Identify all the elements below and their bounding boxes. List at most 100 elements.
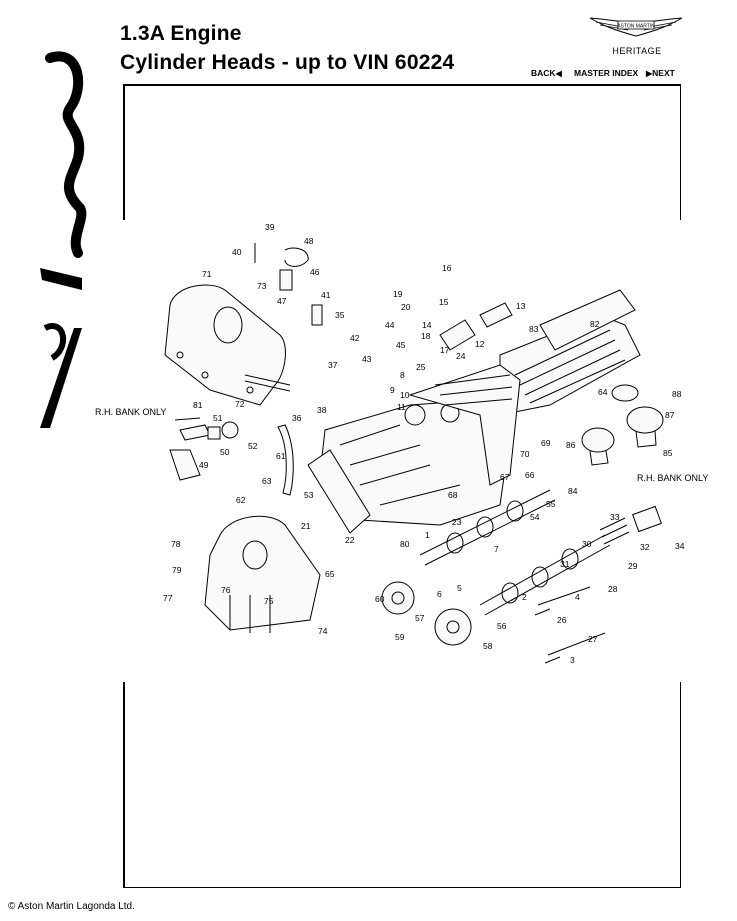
part-callout-76: 76 bbox=[221, 585, 231, 595]
part-callout-22: 22 bbox=[345, 535, 355, 545]
part-callout-87: 87 bbox=[665, 410, 675, 420]
part-callout-54: 54 bbox=[530, 512, 540, 522]
part-callout-61: 61 bbox=[276, 451, 286, 461]
virage-logo-icon bbox=[40, 51, 87, 428]
part-callout-33: 33 bbox=[610, 512, 620, 522]
part-callout-56: 56 bbox=[497, 621, 507, 631]
part-callout-52: 52 bbox=[248, 441, 258, 451]
heritage-label: HERITAGE bbox=[612, 46, 662, 56]
part-callout-67: 67 bbox=[500, 472, 510, 482]
part-callout-9: 9 bbox=[390, 385, 395, 395]
part-callout-2: 2 bbox=[522, 592, 527, 602]
part-callout-78: 78 bbox=[171, 539, 181, 549]
part-callout-16: 16 bbox=[442, 263, 452, 273]
part-callout-31: 31 bbox=[560, 559, 570, 569]
part-callout-20: 20 bbox=[401, 302, 411, 312]
part-callout-40: 40 bbox=[232, 247, 242, 257]
part-callout-63: 63 bbox=[262, 476, 272, 486]
part-callout-18: 18 bbox=[421, 331, 431, 341]
part-callout-27: 27 bbox=[588, 634, 598, 644]
part-callout-3: 3 bbox=[570, 655, 575, 665]
part-callout-80: 80 bbox=[400, 539, 410, 549]
part-callout-59: 59 bbox=[395, 632, 405, 642]
part-callout-4: 4 bbox=[575, 592, 580, 602]
part-callout-88: 88 bbox=[672, 389, 682, 399]
next-label: NEXT bbox=[652, 68, 675, 78]
next-link[interactable]: ▶NEXT bbox=[646, 68, 675, 78]
part-callout-83: 83 bbox=[529, 324, 539, 334]
next-arrow-icon: ▶ bbox=[646, 69, 653, 78]
part-callout-48: 48 bbox=[304, 236, 314, 246]
part-callout-35: 35 bbox=[335, 310, 345, 320]
back-arrow-icon: ◀ bbox=[555, 69, 562, 78]
part-callout-12: 12 bbox=[475, 339, 485, 349]
part-callout-62: 62 bbox=[236, 495, 246, 505]
brand-emblem-text: ASTON MARTIN bbox=[617, 24, 655, 30]
part-callout-74: 74 bbox=[318, 626, 328, 636]
back-link[interactable]: BACK◀ bbox=[531, 68, 562, 78]
part-callout-77: 77 bbox=[163, 593, 173, 603]
part-callout-66: 66 bbox=[525, 470, 535, 480]
part-callout-49: 49 bbox=[199, 460, 209, 470]
master-index-label: MASTER INDEX bbox=[574, 68, 639, 78]
part-callout-57: 57 bbox=[415, 613, 425, 623]
part-callout-50: 50 bbox=[220, 447, 230, 457]
part-callout-79: 79 bbox=[172, 565, 182, 575]
part-callout-85: 85 bbox=[663, 448, 673, 458]
part-callout-19: 19 bbox=[393, 289, 403, 299]
part-callout-14: 14 bbox=[422, 320, 432, 330]
rh-bank-note-left: R.H. BANK ONLY bbox=[95, 407, 166, 417]
part-callout-45: 45 bbox=[396, 340, 406, 350]
part-callout-43: 43 bbox=[362, 354, 372, 364]
part-callout-64: 64 bbox=[598, 387, 608, 397]
page-title-line1: 1.3A Engine bbox=[120, 22, 242, 45]
part-callout-1: 1 bbox=[425, 530, 430, 540]
part-callout-15: 15 bbox=[439, 297, 449, 307]
part-callout-30: 30 bbox=[582, 539, 592, 549]
part-callout-81: 81 bbox=[193, 400, 203, 410]
rh-bank-note-right: R.H. BANK ONLY bbox=[637, 473, 708, 483]
part-callout-60: 60 bbox=[375, 594, 385, 604]
part-callout-71: 71 bbox=[202, 269, 212, 279]
part-callout-75: 75 bbox=[264, 596, 274, 606]
part-callout-46: 46 bbox=[310, 267, 320, 277]
part-callout-8: 8 bbox=[400, 370, 405, 380]
part-callout-36: 36 bbox=[292, 413, 302, 423]
page-title-line2: Cylinder Heads - up to VIN 60224 bbox=[120, 51, 455, 74]
part-callout-24: 24 bbox=[456, 351, 466, 361]
part-callout-13: 13 bbox=[516, 301, 526, 311]
back-label: BACK bbox=[531, 68, 556, 78]
part-callout-68: 68 bbox=[448, 490, 458, 500]
part-callout-39: 39 bbox=[265, 222, 275, 232]
master-index-link[interactable]: MASTER INDEX bbox=[574, 68, 638, 78]
diagram-frame bbox=[123, 84, 681, 888]
part-callout-55: 55 bbox=[546, 499, 556, 509]
part-callout-29: 29 bbox=[628, 561, 638, 571]
part-callout-6: 6 bbox=[437, 589, 442, 599]
part-callout-21: 21 bbox=[301, 521, 311, 531]
part-callout-32: 32 bbox=[640, 542, 650, 552]
part-callout-26: 26 bbox=[557, 615, 567, 625]
part-callout-37: 37 bbox=[328, 360, 338, 370]
part-callout-34: 34 bbox=[675, 541, 685, 551]
part-callout-7: 7 bbox=[494, 544, 499, 554]
part-callout-25: 25 bbox=[416, 362, 426, 372]
part-callout-58: 58 bbox=[483, 641, 493, 651]
part-callout-17: 17 bbox=[440, 345, 450, 355]
part-callout-72: 72 bbox=[235, 399, 245, 409]
part-callout-82: 82 bbox=[590, 319, 600, 329]
part-callout-5: 5 bbox=[457, 583, 462, 593]
part-callout-69: 69 bbox=[541, 438, 551, 448]
part-callout-51: 51 bbox=[213, 413, 223, 423]
part-callout-84: 84 bbox=[568, 486, 578, 496]
part-callout-41: 41 bbox=[321, 290, 331, 300]
part-callout-65: 65 bbox=[325, 569, 335, 579]
part-callout-47: 47 bbox=[277, 296, 287, 306]
part-callout-10: 10 bbox=[400, 390, 410, 400]
part-callout-42: 42 bbox=[350, 333, 360, 343]
part-callout-73: 73 bbox=[257, 281, 267, 291]
part-callout-38: 38 bbox=[317, 405, 327, 415]
part-callout-23: 23 bbox=[452, 517, 462, 527]
part-callout-70: 70 bbox=[520, 449, 530, 459]
